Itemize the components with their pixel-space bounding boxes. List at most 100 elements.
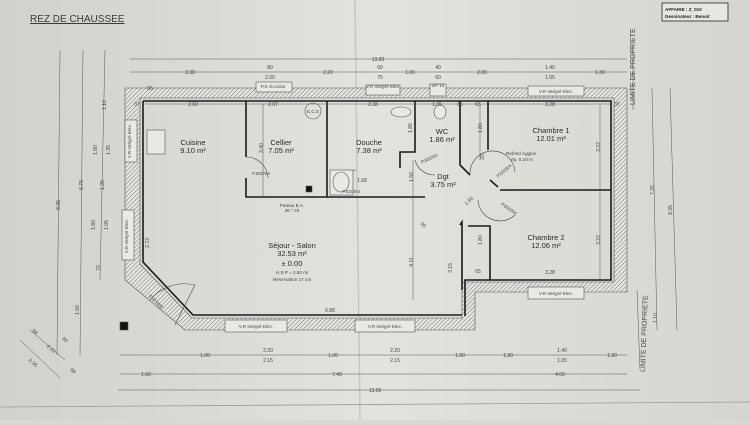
dimension-label: 2.73: [145, 238, 151, 248]
dimension-label: 90: [419, 221, 427, 229]
dimension-label: 1.00: [405, 70, 415, 76]
dimension-label: 2.26: [27, 358, 38, 369]
interior-wall-lines: [142, 100, 612, 316]
vr-label: V.R Intégré Elec.: [539, 89, 573, 94]
dimension-label: 60: [435, 75, 441, 81]
room-area: 7.05 m²: [268, 146, 294, 155]
dimension-label: 40: [435, 65, 441, 71]
room-name: Cuisine: [180, 138, 205, 147]
toilet-icon: [433, 104, 447, 120]
dimension-label: 3.28: [545, 270, 555, 276]
dimension-label: 1.40: [557, 348, 567, 354]
dimension-label: 65: [475, 102, 481, 108]
room-name: WC: [436, 127, 449, 136]
dimension-label: 6.88: [325, 308, 335, 314]
dimension-label: 1.05: [545, 75, 555, 81]
dimension-label: 1.35: [100, 180, 106, 190]
dimension-label: 3.40: [259, 143, 265, 153]
dimension-label: 1.10: [653, 313, 659, 323]
dimension-label: 75: [377, 75, 383, 81]
property-limit-label: LIMITE DE PROPRIETE: [630, 28, 637, 105]
dimension-label: 2.20: [323, 70, 333, 76]
corner-marker: [119, 321, 129, 331]
room-name: Douche: [356, 138, 382, 147]
room-name: Dgt: [437, 172, 450, 181]
dimension-label: 37: [614, 102, 620, 108]
dimension-label: 80: [61, 336, 69, 344]
dimension-line: [99, 49, 106, 281]
dimension-label: 3.22: [596, 142, 602, 152]
reservation-note: Réservation 17 cm: [273, 277, 311, 282]
dimension-label: 1.30: [503, 353, 513, 359]
ps-occulus-label: P.S Occulus: [261, 84, 286, 89]
dimension-label: 1.60: [75, 305, 81, 315]
dimension-label: 6.75: [79, 180, 85, 190]
dimension-lines: [19, 45, 678, 391]
vr-label: V.R Intégré Elec.: [124, 219, 129, 253]
dimension-label: 1.00: [200, 353, 210, 359]
dimension-label: 4.11: [409, 257, 415, 267]
dimension-line: [636, 289, 641, 371]
vr-label: V.R Intégré Elec.: [368, 324, 402, 329]
kitchen-sink-icon: [146, 129, 166, 155]
dimension-label: 65: [147, 86, 153, 92]
dimension-label: 65: [457, 102, 463, 108]
dimension-label: 1.68: [357, 178, 367, 184]
dimension-label: 7.40: [332, 372, 342, 378]
vr-label: V.R Intégré Elec.: [127, 124, 132, 158]
dimension-label: 1.80: [478, 123, 484, 133]
ceiling-height: H.S.P = 2.50 ml: [276, 270, 308, 275]
dimension-label: 2.15: [45, 344, 56, 355]
dimension-label: 37: [134, 102, 140, 108]
refend-label: Refend Agglos: [506, 151, 537, 156]
dimension-label: 1.50: [464, 196, 475, 207]
refend-thickness: ép. 0.20 m: [511, 157, 533, 162]
room-area: 12.01 m²: [536, 134, 566, 143]
sp10-label: SP 10: [432, 83, 445, 88]
dimension-label: 1.30: [607, 353, 617, 359]
dimension-label: 1.60: [141, 372, 151, 378]
dimension-label: 1.80: [91, 220, 97, 230]
dimension-label: 68: [69, 367, 77, 375]
dimension-label: 8.35: [668, 205, 674, 215]
room-area: 7.38 m²: [356, 146, 382, 155]
dimension-line: [79, 49, 84, 356]
ecs-label: E.C.S: [307, 109, 319, 114]
dimension-label: 1.40: [545, 65, 555, 71]
dimension-line: [669, 87, 678, 331]
pillar-icon: [305, 185, 313, 193]
dimension-label: 1.00: [455, 353, 465, 359]
dimension-label: 2.60: [188, 102, 198, 108]
door-label: P.83/204: [252, 171, 270, 176]
dimension-label: 2.20: [263, 348, 273, 354]
dimension-label: 60: [377, 65, 383, 71]
room-name: Cellier: [270, 138, 292, 147]
pillar-size: 20 * 20: [285, 208, 300, 213]
room-name: Chambre 1: [532, 126, 569, 135]
vr-label: V.R Intégré Elec.: [366, 84, 400, 89]
dimension-label: 8.35: [56, 200, 62, 210]
dimension-label: 1.86: [408, 123, 414, 133]
dimension-label: 2.00: [265, 75, 275, 81]
dimension-label: 2.38: [368, 102, 378, 108]
dimension-label: 1.05: [104, 220, 110, 230]
dimension-label: 70: [96, 265, 102, 271]
dimension-label: 2.15: [263, 358, 273, 364]
dimension-label: 1.05: [557, 358, 567, 364]
door-label: P.83/204: [342, 189, 360, 194]
dimension-label: 2.20: [390, 348, 400, 354]
dimension-label: 13.00: [369, 388, 382, 394]
page-title: REZ DE CHAUSSEE: [30, 14, 125, 25]
dimension-label: 1.35: [106, 145, 112, 155]
dimension-label: 13.00: [372, 57, 385, 63]
pillar-label: Poteau B.A.: [280, 203, 305, 208]
dimension-label: 3.22: [596, 235, 602, 245]
dimension-label: 4.00: [555, 372, 565, 378]
dimension-line: [19, 339, 61, 379]
dimension-label: 7.26: [650, 185, 656, 195]
vr-label: V.R Intégré Elec.: [539, 291, 573, 296]
